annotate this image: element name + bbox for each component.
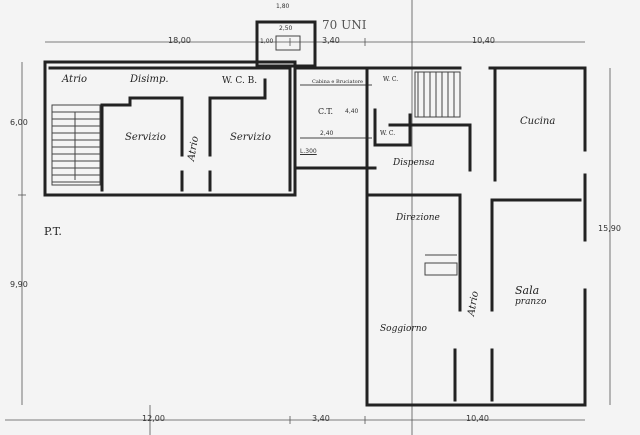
room-sala: Sala bbox=[515, 284, 540, 297]
room-wc-1: W. C. bbox=[383, 76, 399, 83]
right-wing-walls bbox=[365, 66, 587, 407]
room-cabina: Cabina e Bruciatore bbox=[312, 79, 363, 85]
dim-top-right: 10,40 bbox=[472, 36, 495, 45]
dim-bottom-mid: 3,40 bbox=[312, 414, 330, 423]
central-walls bbox=[293, 66, 377, 170]
room-servizio-1: Servizio bbox=[125, 132, 166, 143]
room-ct: C.T. bbox=[318, 107, 334, 116]
dim-top-left: 18,00 bbox=[168, 36, 191, 45]
room-wc-2: W. C. bbox=[380, 130, 396, 137]
room-dispensa: Dispensa bbox=[393, 158, 435, 168]
room-cucina: Cucina bbox=[520, 116, 556, 127]
left-wing-walls bbox=[43, 60, 297, 197]
dim-top-mid: 3,40 bbox=[322, 36, 340, 45]
staircase-right bbox=[414, 71, 461, 118]
dim-left-lower: 9,90 bbox=[10, 280, 28, 289]
room-atrio-left: Atrio bbox=[62, 74, 88, 85]
room-direzione: Direzione bbox=[396, 213, 440, 223]
dim-ct-h: 4,40 bbox=[345, 108, 359, 115]
annotation: 70 UNI bbox=[322, 18, 367, 32]
floor-label: P.T. bbox=[44, 225, 62, 238]
room-servizio-2: Servizio bbox=[230, 132, 271, 143]
dim-ct-w: 2,40 bbox=[320, 130, 334, 137]
tower-walls bbox=[255, 20, 317, 68]
dim-bottom-left: 12,00 bbox=[142, 414, 165, 423]
room-soggiorno: Soggiorno bbox=[380, 324, 427, 334]
staircase-left bbox=[51, 104, 101, 186]
dim-tower-w: 2,50 bbox=[279, 25, 293, 32]
dim-ct-level: L.300 bbox=[300, 148, 317, 155]
tower-fixture bbox=[275, 35, 301, 51]
dim-left-upper: 6,00 bbox=[10, 118, 28, 127]
room-pranzo: pranzo bbox=[515, 297, 547, 307]
room-disimpegno: Disimp. bbox=[130, 74, 169, 85]
dim-right: 15,90 bbox=[598, 224, 621, 233]
dim-tower-inner: 1,00 bbox=[260, 38, 274, 45]
dim-tower-h: 1,80 bbox=[276, 3, 290, 10]
dim-bottom-right: 10,40 bbox=[466, 414, 489, 423]
room-wcb: W. C. B. bbox=[222, 76, 258, 86]
